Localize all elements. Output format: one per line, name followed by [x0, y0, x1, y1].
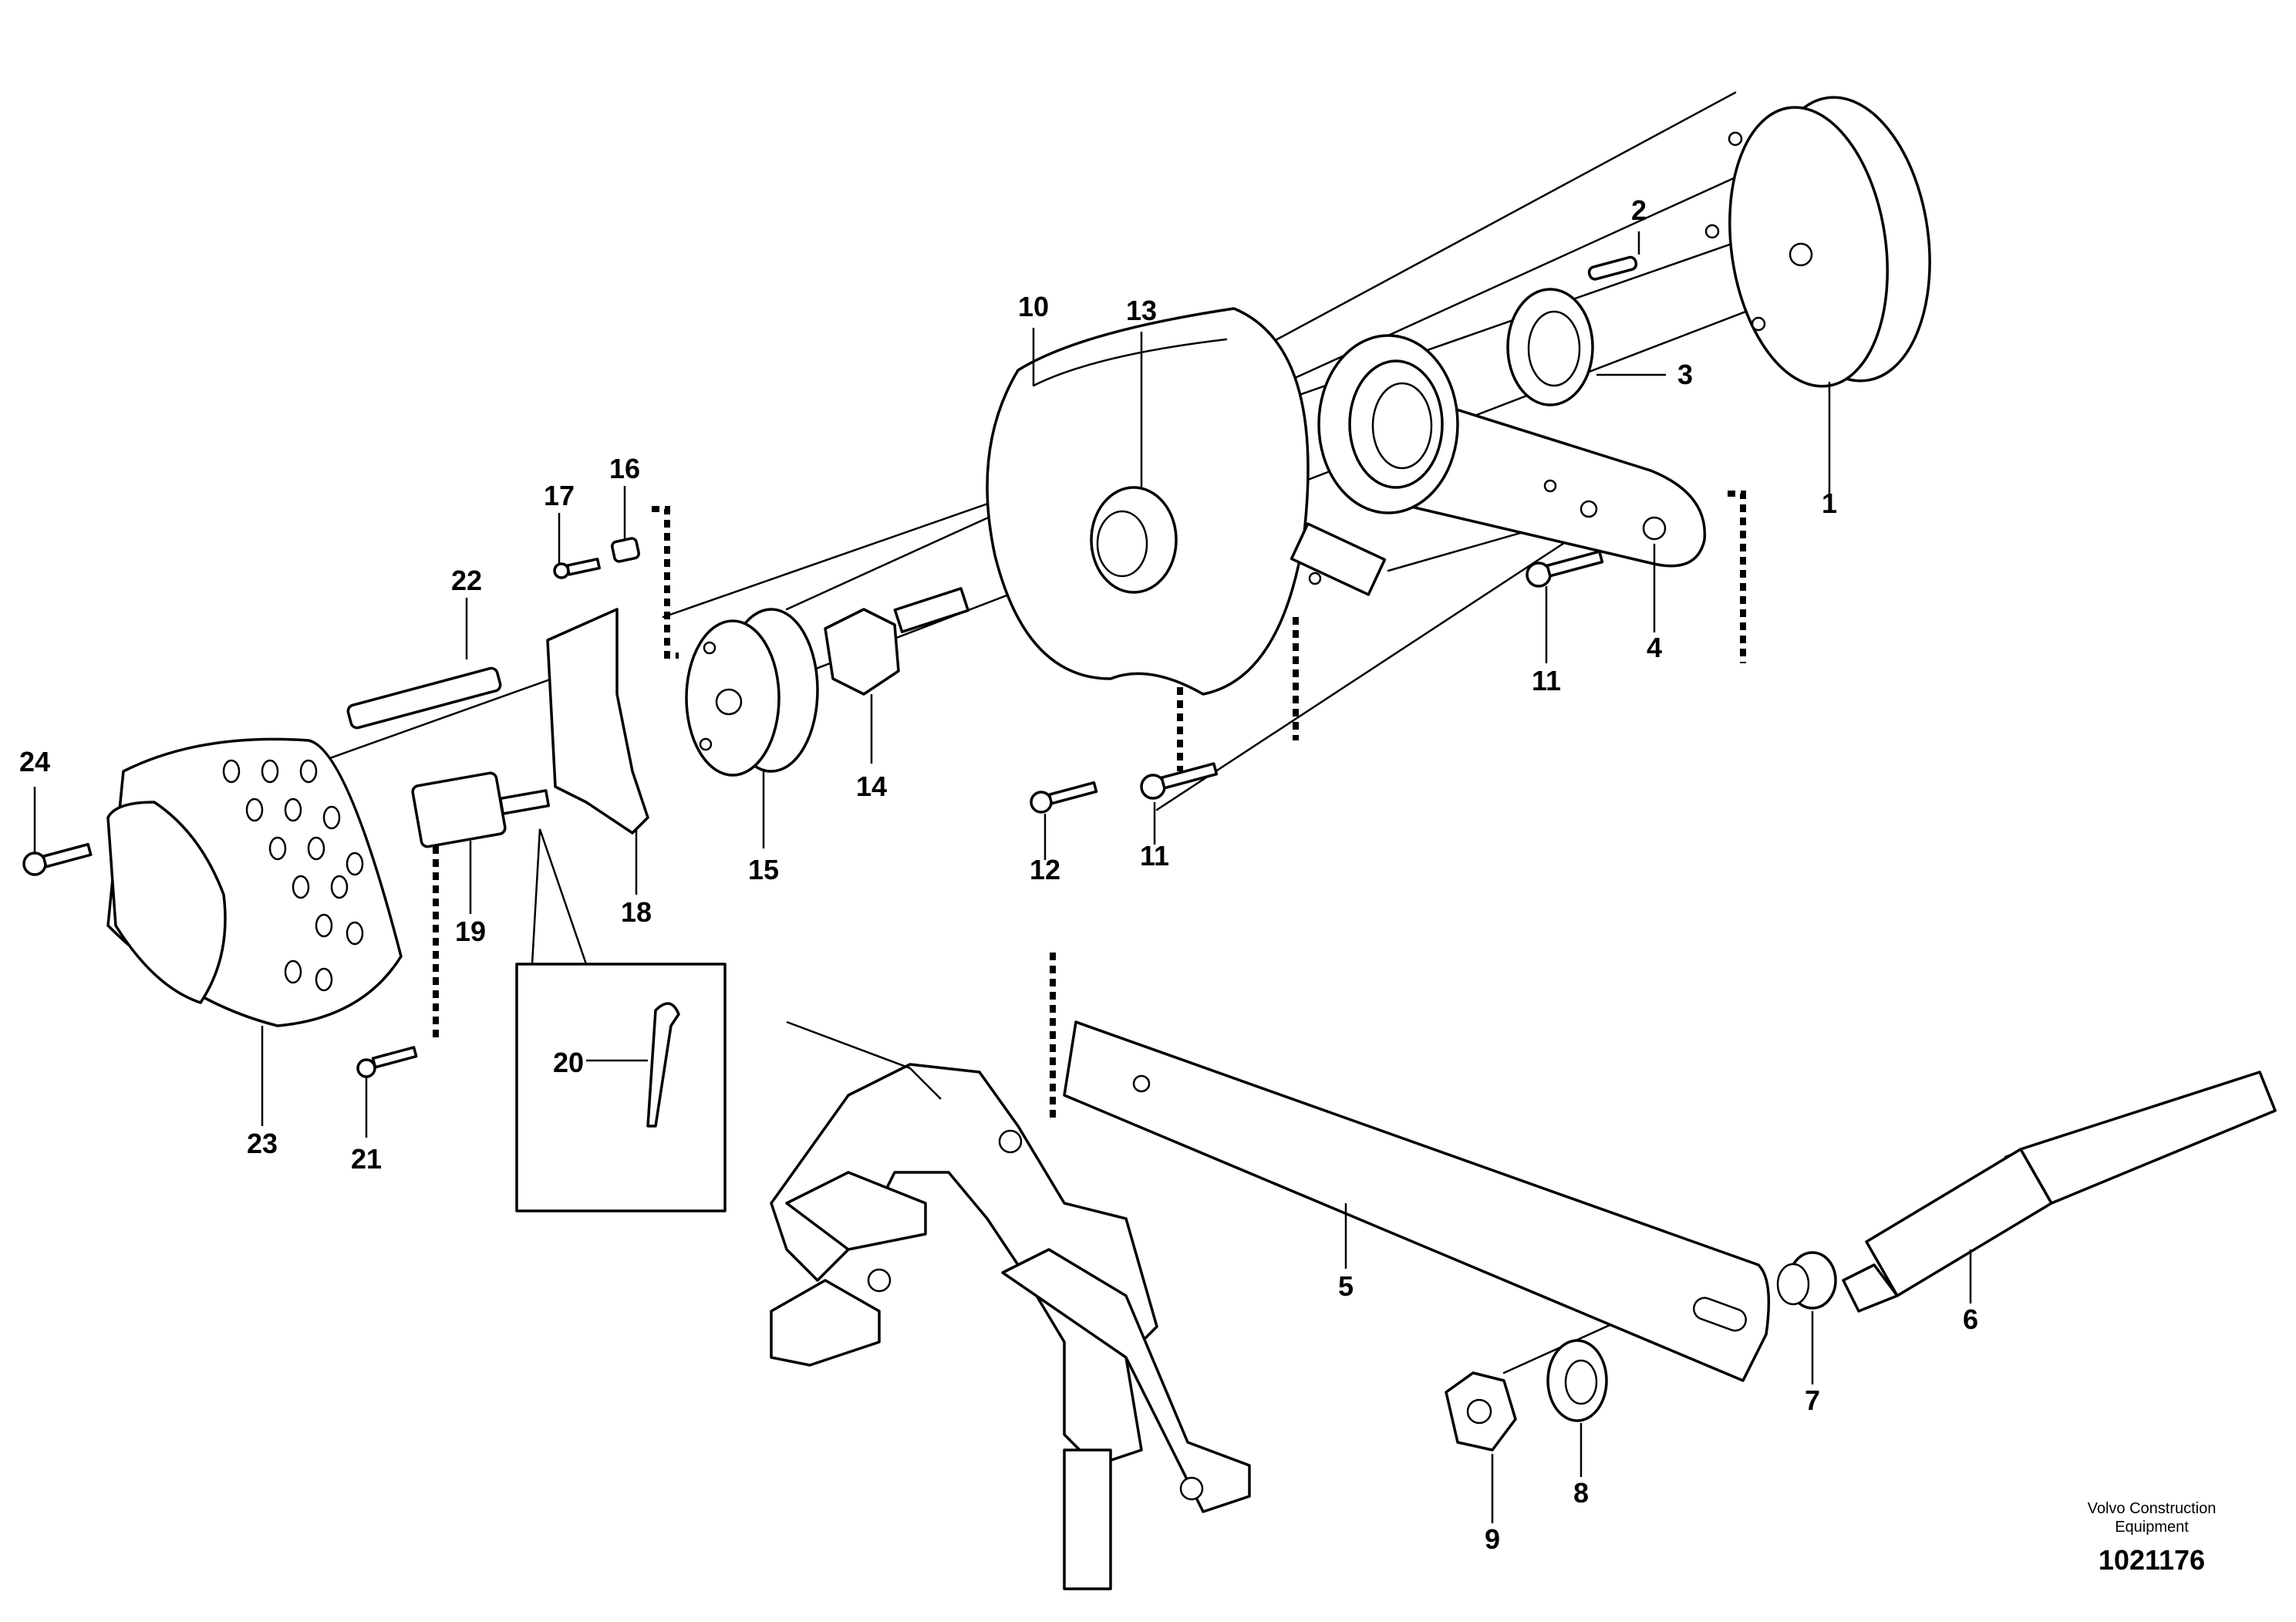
callout-11-upper: 11 — [1532, 665, 1561, 696]
callout-13: 13 — [1126, 295, 1157, 326]
part-washer-small — [1546, 1339, 1608, 1422]
part-hub — [685, 608, 819, 777]
callout-24: 24 — [19, 746, 50, 777]
part-link-bar — [1063, 1020, 1771, 1382]
callout-6: 6 — [1963, 1303, 1978, 1335]
part-pin — [1587, 255, 1638, 281]
part-shaft — [1842, 1071, 2277, 1313]
part-bearing-arm — [1317, 334, 1707, 568]
part-bolt-12 — [1030, 781, 1098, 814]
brand-line-2: Equipment — [2115, 1519, 2189, 1536]
callout-3: 3 — [1677, 359, 1693, 390]
callout-11-lower: 11 — [1140, 840, 1169, 872]
part-sensor — [411, 771, 551, 848]
inset-box-cotter-pin — [515, 828, 727, 1212]
part-stud — [824, 587, 969, 696]
part-bolt-21 — [356, 1046, 418, 1078]
part-bracket — [546, 608, 649, 835]
callout-10: 10 — [1018, 291, 1049, 322]
callout-23: 23 — [247, 1128, 278, 1159]
footer-branding: Volvo Construction Equipment 1021176 — [2088, 1500, 2217, 1576]
callout-2: 2 — [1631, 194, 1647, 226]
part-bolt-11-lower — [1140, 762, 1219, 800]
part-spacer-sleeve — [1776, 1251, 1837, 1310]
part-perforated-guard — [106, 737, 403, 1027]
part-nut — [1445, 1371, 1517, 1452]
callout-4: 4 — [1647, 632, 1662, 663]
perforation-holes — [222, 759, 364, 992]
brand-line-1: Volvo Construction — [2088, 1500, 2217, 1517]
callout-18: 18 — [621, 896, 652, 928]
callout-17: 17 — [544, 480, 575, 511]
callout-14: 14 — [856, 771, 887, 802]
part-bolt-11-upper — [1526, 550, 1604, 588]
callout-20: 20 — [553, 1047, 584, 1078]
callout-8: 8 — [1573, 1477, 1589, 1509]
callout-22: 22 — [451, 565, 482, 596]
part-shield-housing — [986, 307, 1387, 696]
callout-12: 12 — [1030, 854, 1060, 885]
callout-19: 19 — [455, 916, 486, 947]
callout-1: 1 — [1822, 487, 1837, 519]
part-sleeve — [346, 666, 502, 730]
part-cover-plate — [1704, 96, 1931, 388]
callout-7: 7 — [1805, 1384, 1820, 1416]
document-number: 1021176 — [2099, 1544, 2205, 1576]
callout-21: 21 — [351, 1143, 382, 1175]
part-small-bolt — [553, 537, 640, 579]
machine-overview — [770, 1020, 1251, 1590]
part-washer-large — [1506, 288, 1594, 406]
part-bushing — [1090, 486, 1178, 594]
callout-9: 9 — [1485, 1523, 1500, 1555]
callout-5: 5 — [1338, 1270, 1354, 1302]
callout-leaders — [33, 231, 1972, 1523]
callout-16: 16 — [609, 453, 640, 484]
callout-15: 15 — [748, 854, 779, 885]
part-bolt-24 — [22, 842, 93, 876]
callout-labels: 1 2 3 4 5 6 7 8 9 10 11 11 12 13 14 15 1… — [19, 194, 1978, 1555]
